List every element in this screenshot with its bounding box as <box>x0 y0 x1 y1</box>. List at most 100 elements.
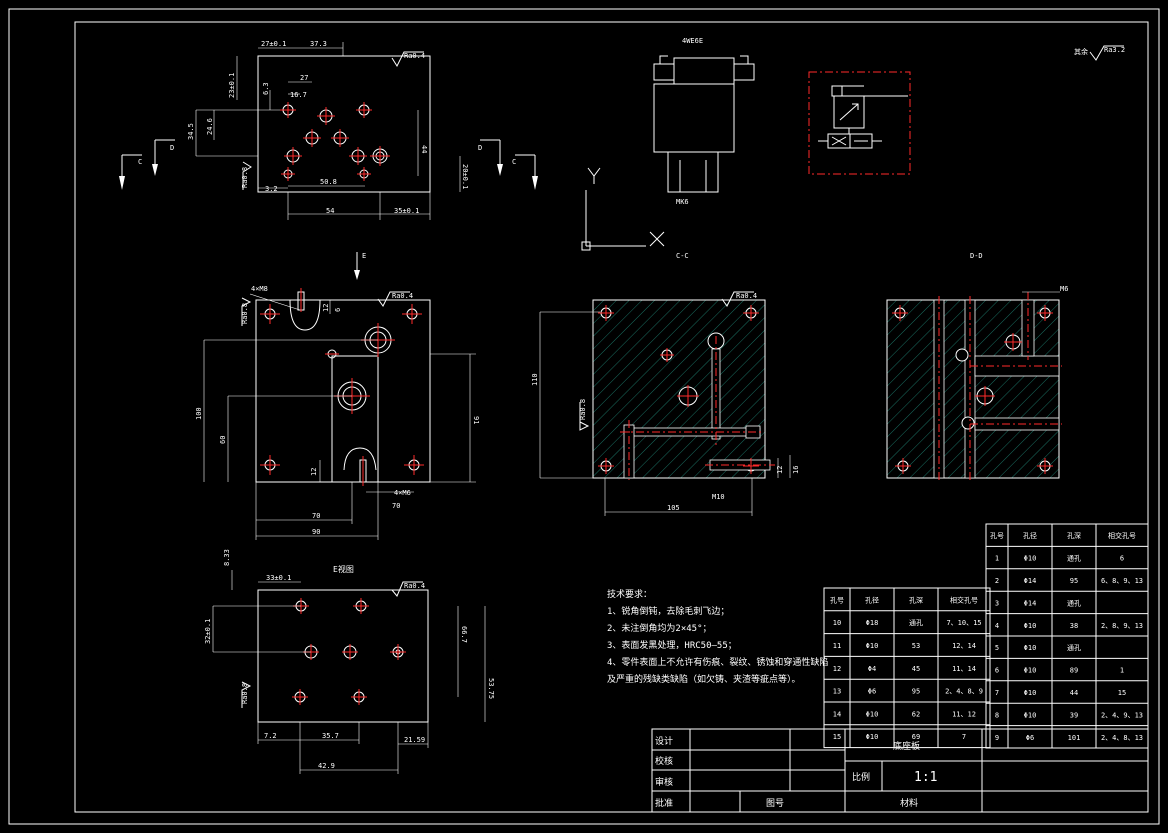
hole-table-left-cell: 12 <box>833 665 841 673</box>
valve-model-bottom: MK6 <box>676 198 689 206</box>
tech-note-4: 4、零件表面上不允许有伤痕、裂纹、锈蚀和穿通性缺陷 <box>607 656 828 668</box>
front-dim-2: 6 <box>334 308 342 312</box>
section-markers <box>119 139 538 190</box>
hole-table-left-header: 相交孔号 <box>950 595 978 604</box>
top-dim-9: 44 <box>420 145 428 153</box>
tb-design: 设计 <box>655 735 673 747</box>
view-e: E视图 8.33 33±0.1 32±0.1 66.7 53.75 7. <box>204 549 495 774</box>
hole-table-left-cell: 7 <box>962 733 966 741</box>
hole-table-right-cell: 4 <box>995 622 999 630</box>
view-e-roughness-left: Ra0.8 <box>241 683 249 704</box>
hole-table-right-cell: 2、4、8、13 <box>1101 734 1143 742</box>
hole-table-left-cell: 11、14 <box>952 665 976 673</box>
tech-notes: 技术要求： 1、锐角倒钝，去除毛刺飞边； 2、未注倒角均为2×45°； 3、表面… <box>607 588 828 685</box>
front-dim-10: 90 <box>312 528 320 536</box>
hole-table-left-cell: 14 <box>833 710 841 718</box>
hole-table-left-header: 孔深 <box>909 595 923 604</box>
hole-table-right-cell: 101 <box>1068 734 1081 742</box>
hole-table-right-cell: 15 <box>1118 689 1126 697</box>
section-cc-dim-4: 16 <box>792 466 800 474</box>
hole-table-left-cell: 通孔 <box>909 618 923 627</box>
hole-table-right-cell: 2、4、9、13 <box>1101 711 1143 719</box>
hole-table-right-cell: 6、8、9、13 <box>1101 577 1143 585</box>
tb-drawing-no: 图号 <box>766 798 784 809</box>
section-dd-label: D-D <box>970 252 983 260</box>
view-e-dim-3: 32±0.1 <box>204 619 212 644</box>
section-label-d-right: D <box>478 144 482 152</box>
top-dim-1: 27±0.1 <box>261 40 286 48</box>
hole-table-left-cell: 69 <box>912 733 920 741</box>
top-dim-5: 23±0.1 <box>228 73 236 98</box>
front-dim-5: 91 <box>472 416 480 424</box>
front-dim-1: 12 <box>322 304 330 312</box>
section-dd: D-D M6 <box>886 252 1068 482</box>
section-label-d-left: D <box>170 144 174 152</box>
hole-table-right-cell: Φ6 <box>1026 734 1034 742</box>
tb-material: 材料 <box>900 797 918 809</box>
top-dim-10: 20±0.1 <box>461 164 469 189</box>
hole-table-right-header: 孔深 <box>1067 531 1081 540</box>
view-e-dim-2: 33±0.1 <box>266 574 291 582</box>
top-roughness: Ra0.4 <box>404 52 425 60</box>
hydraulic-symbol <box>808 71 911 175</box>
hole-table-right-cell: 6 <box>995 667 999 675</box>
top-dim-13: 54 <box>326 207 334 215</box>
tb-scale-value: 1:1 <box>914 770 937 785</box>
hole-table-left-cell: 45 <box>912 665 920 673</box>
top-view-centerlines <box>280 102 390 181</box>
top-dim-12: 50.8 <box>320 178 337 186</box>
front-view: E 4×M8 <box>195 252 480 540</box>
hole-table-left-cell: 10 <box>833 619 841 627</box>
hole-table-left-frame <box>823 587 991 749</box>
top-roughness-left: Ra0.8 <box>241 167 249 188</box>
hole-table-right-cell: 通孔 <box>1067 643 1081 652</box>
hole-table-left-cell: 11 <box>833 642 841 650</box>
hole-table-right-cell: 3 <box>995 599 999 607</box>
front-plate <box>255 299 431 483</box>
tb-scale-label: 比例 <box>852 771 870 783</box>
hole-table-left-header: 孔号 <box>830 596 844 604</box>
view-e-dim-1: 8.33 <box>223 549 231 566</box>
hole-table-right-cell: 5 <box>995 644 999 652</box>
hole-table-left-cell: 95 <box>912 688 920 696</box>
tb-check: 校核 <box>655 755 673 767</box>
top-dim-14: 35±0.1 <box>394 207 419 215</box>
section-cc-dim-2: 105 <box>667 504 680 512</box>
hole-table-right-header: 孔号 <box>990 532 1004 540</box>
section-cc-dim-3: 12 <box>776 466 784 474</box>
hole-table-right-cell: 通孔 <box>1067 598 1081 607</box>
top-dim-4: 16.7 <box>290 91 307 99</box>
hole-table-left-cell: 13 <box>833 688 841 696</box>
hole-table-right-cell: 1 <box>995 555 999 563</box>
outer-frame <box>8 8 1160 825</box>
section-cc-roughness: Ra0.4 <box>736 292 757 300</box>
top-dim-3: 27 <box>300 74 308 82</box>
hole-table-right-cell: Φ10 <box>1024 622 1037 630</box>
title-block: 设计 校核 审核 批准 图号 底座板 比例 1:1 材料 <box>651 728 1149 813</box>
hole-table-left-cell: Φ10 <box>866 710 879 718</box>
front-dim-4: 60 <box>219 436 227 444</box>
hole-table-left-header: 孔径 <box>865 595 879 604</box>
hole-table-right-cell: Φ14 <box>1024 599 1037 607</box>
valve-view: 4WE6E MK6 <box>653 37 755 206</box>
top-view-plate <box>257 55 431 193</box>
hole-table-right-cell: Φ10 <box>1024 667 1037 675</box>
view-e-plate <box>257 589 429 723</box>
tb-review: 审核 <box>655 776 673 788</box>
top-dim-11: 3.2 <box>265 185 278 193</box>
hole-table-right-cell: 38 <box>1070 622 1078 630</box>
front-dim-6: 12 <box>310 468 318 476</box>
top-view-dims <box>195 42 461 220</box>
top-view: 27±0.1 37.3 27 16.7 23±0.1 6.3 24.6 34.5… <box>119 40 538 220</box>
hole-table-right-cell: Φ10 <box>1024 555 1037 563</box>
roughness-symbol <box>391 51 424 68</box>
front-thread-bottom: 4×M6 <box>394 489 411 497</box>
tb-approve: 批准 <box>655 797 673 809</box>
tech-notes-title: 技术要求： <box>607 588 652 600</box>
hole-table-right-cell: 通孔 <box>1067 554 1081 563</box>
hole-table-left-cell: 11、12 <box>952 710 976 718</box>
section-label-c-left: C <box>138 158 142 166</box>
